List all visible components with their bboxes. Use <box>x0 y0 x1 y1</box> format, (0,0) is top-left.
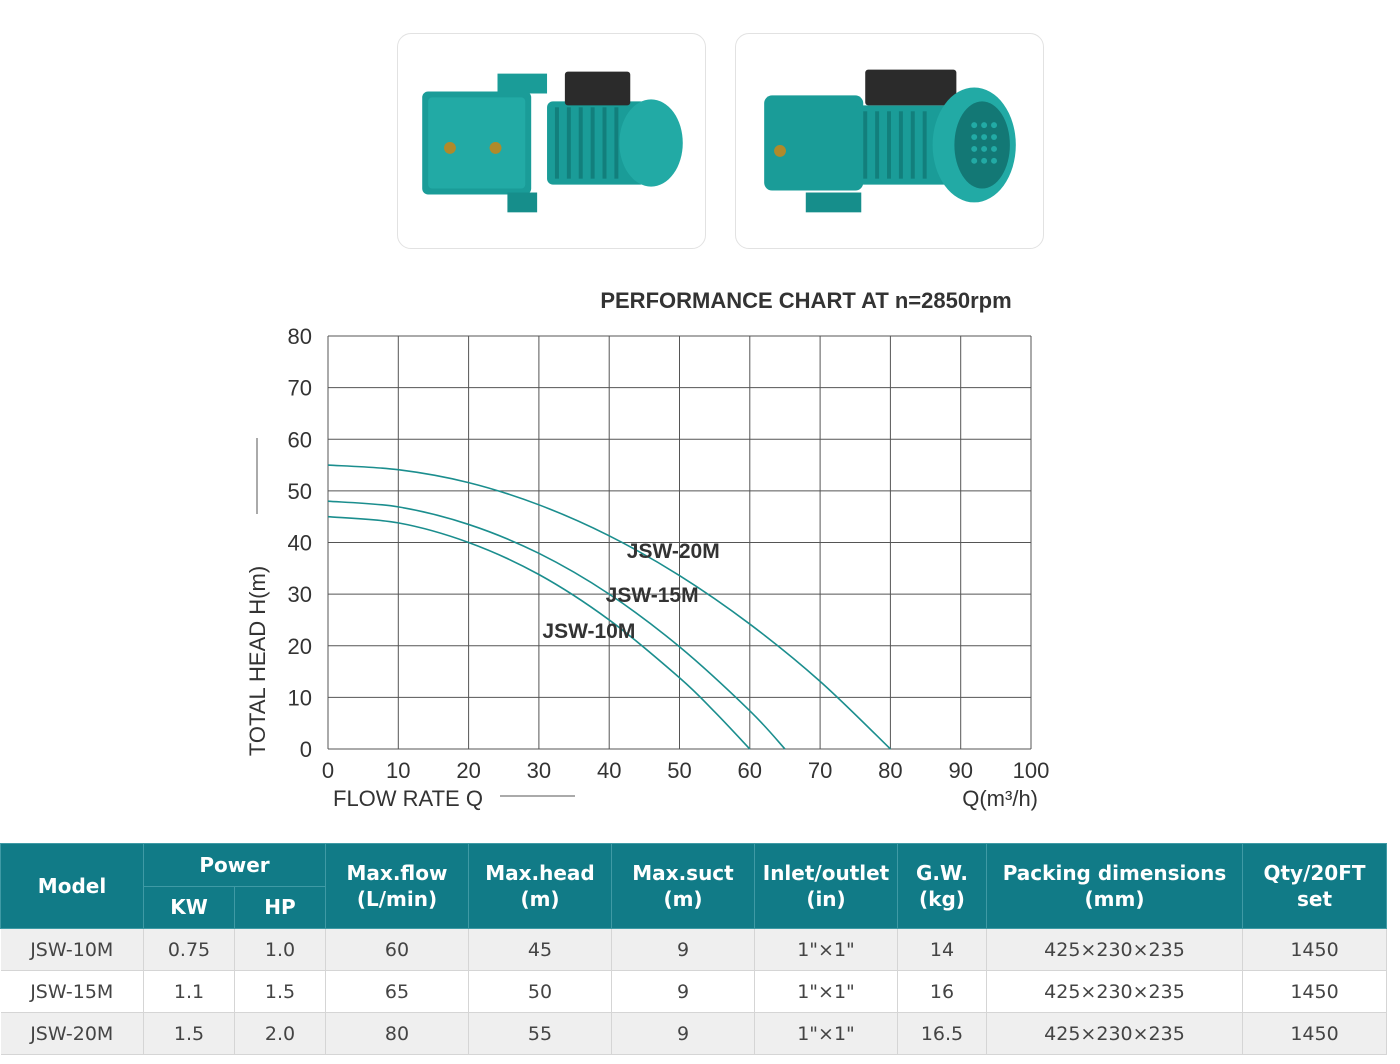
header-gw: G.W. (kg) <box>897 843 987 929</box>
cell-kw: 1.5 <box>143 1012 235 1055</box>
table-row: JSW-15M 1.1 1.5 65 50 9 1"×1" 16 425×230… <box>0 970 1387 1013</box>
pump-illustration-rear <box>764 69 1016 213</box>
header-packing: Packing dimensions (mm) <box>986 843 1243 929</box>
cell-kw: 1.1 <box>143 970 235 1013</box>
header-qty-label: Qty/20FT <box>1263 861 1366 885</box>
cell-maxsuct: 9 <box>611 970 755 1013</box>
cell-inlet: 1"×1" <box>754 970 898 1013</box>
chart-series <box>327 464 891 750</box>
header-maxsuct-label: Max.suct <box>632 861 734 885</box>
cell-model: JSW-15M <box>0 970 144 1013</box>
cell-packing: 425×230×235 <box>986 970 1243 1013</box>
cell-maxflow: 60 <box>325 928 469 971</box>
product-photo-side <box>397 33 706 249</box>
y-tick-label: 30 <box>288 582 312 607</box>
header-power: Power <box>143 843 326 887</box>
header-maxflow-unit: (L/min) <box>356 887 438 911</box>
x-tick-label: 80 <box>878 758 902 783</box>
cell-model: JSW-10M <box>0 928 144 971</box>
cell-inlet: 1"×1" <box>754 928 898 971</box>
series-line-jsw-10m <box>327 515 751 750</box>
x-tick-label: 0 <box>322 758 334 783</box>
cell-gw: 16.5 <box>897 1012 987 1055</box>
x-tick-label: 100 <box>1013 758 1050 783</box>
x-tick-label: 20 <box>456 758 480 783</box>
series-label: JSW-15M <box>606 584 699 607</box>
pump-illustration-side <box>422 71 683 213</box>
cell-maxsuct: 9 <box>611 1012 755 1055</box>
y-tick-label: 40 <box>288 531 312 556</box>
cell-maxflow: 80 <box>325 1012 469 1055</box>
header-gw-unit: (kg) <box>919 887 965 911</box>
header-maxflow-label: Max.flow <box>346 861 448 885</box>
header-qty-unit: set <box>1296 887 1333 911</box>
series-label: JSW-20M <box>627 540 720 563</box>
cell-model: JSW-20M <box>0 1012 144 1055</box>
x-tick-label: 70 <box>808 758 832 783</box>
x-tick-label: 40 <box>597 758 621 783</box>
cell-inlet: 1"×1" <box>754 1012 898 1055</box>
x-tick-label: 60 <box>738 758 762 783</box>
header-inlet-unit: (in) <box>806 887 846 911</box>
x-tick-label: 30 <box>527 758 551 783</box>
cell-maxflow: 65 <box>325 970 469 1013</box>
chart-ticks: 0 10 20 30 40 50 60 70 80 90 100 0 10 20 30 40 50 60 70 80 <box>288 324 1050 783</box>
header-packing-label: Packing dimensions <box>1002 861 1227 885</box>
cell-hp: 1.0 <box>234 928 326 971</box>
performance-chart: PERFORMANCE CHART AT n=2850rpm 0 10 20 30 40… <box>245 288 1050 811</box>
header-maxhead: Max.head (m) <box>468 843 612 929</box>
cell-qty: 1450 <box>1242 928 1387 971</box>
cell-gw: 14 <box>897 928 987 971</box>
series-line-jsw-15m <box>327 500 786 750</box>
header-kw: KW <box>143 885 235 929</box>
x-tick-label: 10 <box>386 758 410 783</box>
cell-qty: 1450 <box>1242 1012 1387 1055</box>
cell-hp: 1.5 <box>234 970 326 1013</box>
header-maxhead-label: Max.head <box>485 861 595 885</box>
header-inlet: Inlet/outlet (in) <box>754 843 898 929</box>
header-gw-label: G.W. <box>915 861 969 885</box>
header-hp: HP <box>234 885 326 929</box>
cell-hp: 2.0 <box>234 1012 326 1055</box>
header-maxflow: Max.flow (L/min) <box>325 843 469 929</box>
cell-maxhead: 50 <box>468 970 612 1013</box>
y-tick-label: 80 <box>288 324 312 349</box>
y-tick-label: 10 <box>288 685 312 710</box>
header-qty: Qty/20FT set <box>1242 843 1387 929</box>
x-axis-unit: Q(m³/h) <box>962 786 1038 811</box>
table-row: JSW-10M 0.75 1.0 60 45 9 1"×1" 14 425×23… <box>0 928 1387 971</box>
cell-qty: 1450 <box>1242 970 1387 1013</box>
y-tick-label: 50 <box>288 479 312 504</box>
spec-table: Model Power Max.flow (L/min) Max.head (m… <box>0 843 1387 1055</box>
header-inlet-label: Inlet/outlet <box>762 861 890 885</box>
chart-series-labels: JSW-10M JSW-15M JSW-20M <box>542 540 719 643</box>
y-axis-label: TOTAL HEAD H(m) <box>245 566 270 756</box>
x-tick-label: 50 <box>667 758 691 783</box>
chart-grid <box>327 335 1032 750</box>
cell-packing: 425×230×235 <box>986 928 1243 971</box>
cell-packing: 425×230×235 <box>986 1012 1243 1055</box>
header-packing-unit: (mm) <box>1084 887 1145 911</box>
product-photo-rear <box>735 33 1044 249</box>
header-model: Model <box>0 843 144 929</box>
y-tick-label: 70 <box>288 376 312 401</box>
chart-title: PERFORMANCE CHART AT n=2850rpm <box>600 288 1011 313</box>
cell-gw: 16 <box>897 970 987 1013</box>
series-line-jsw-20m <box>327 464 891 750</box>
cell-maxsuct: 9 <box>611 928 755 971</box>
cell-maxhead: 45 <box>468 928 612 971</box>
x-tick-label: 90 <box>948 758 972 783</box>
y-tick-label: 60 <box>288 427 312 452</box>
header-maxsuct: Max.suct (m) <box>611 843 755 929</box>
y-tick-label: 0 <box>300 737 312 762</box>
header-maxhead-unit: (m) <box>520 887 560 911</box>
y-tick-label: 20 <box>288 634 312 659</box>
cell-maxhead: 55 <box>468 1012 612 1055</box>
header-maxsuct-unit: (m) <box>663 887 703 911</box>
cell-kw: 0.75 <box>143 928 235 971</box>
table-row: JSW-20M 1.5 2.0 80 55 9 1"×1" 16.5 425×2… <box>0 1012 1387 1055</box>
x-axis-label: FLOW RATE Q <box>333 786 483 811</box>
series-label: JSW-10M <box>542 620 635 643</box>
